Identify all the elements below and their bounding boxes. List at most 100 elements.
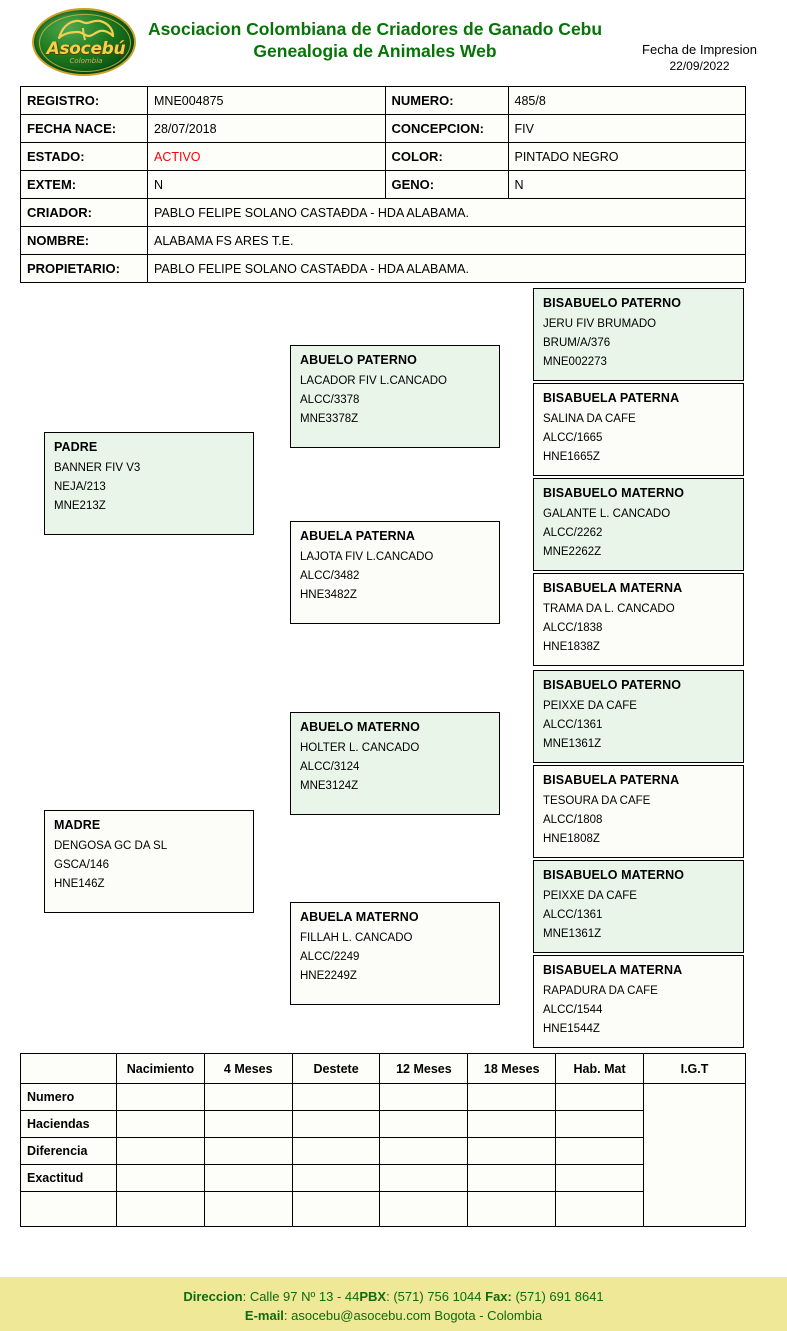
pedigree-reg: MNE1361Z — [543, 738, 602, 750]
pedigree-code: ALCC/1665 — [543, 432, 603, 444]
animal-info-table: REGISTRO: MNE004875 NUMERO: 485/8 FECHA … — [20, 86, 746, 283]
table-row: CRIADOR: PABLO FELIPE SOLANO CASTAĐDA - … — [20, 198, 746, 227]
pedigree-code: ALCC/3378 — [300, 394, 360, 406]
cell[interactable] — [291, 1191, 381, 1227]
cell[interactable] — [379, 1110, 469, 1138]
pedigree-reg: HNE1838Z — [543, 641, 600, 653]
cell[interactable] — [291, 1110, 381, 1138]
cell[interactable] — [291, 1164, 381, 1192]
pedigree-reg: MNE3378Z — [300, 413, 359, 425]
pedigree-title: BISABUELO MATERNO — [543, 486, 685, 500]
footer-email-label: E-mail — [244, 1308, 284, 1323]
value-registro: MNE004875 — [147, 86, 386, 115]
print-date-block: Fecha de Impresion 22/09/2022 — [612, 42, 787, 74]
pedigree-box-bisabuela-paterna-1: BISABUELA PATERNA SALINA DA CAFE ALCC/16… — [533, 383, 744, 476]
cell[interactable] — [203, 1110, 293, 1138]
header-destete: Destete — [291, 1053, 381, 1084]
label-extem: EXTEM: — [20, 170, 148, 199]
pedigree-reg: HNE2249Z — [300, 970, 357, 982]
cell[interactable] — [291, 1137, 381, 1165]
table-row: FECHA NACE: 28/07/2018 CONCEPCION: FIV — [20, 114, 746, 143]
cell[interactable] — [379, 1164, 469, 1192]
measurements-table: Nacimiento 4 Meses Destete 12 Meses 18 M… — [20, 1053, 746, 1227]
cell[interactable] — [203, 1164, 293, 1192]
table-row: EXTEM: N GENO: N — [20, 170, 746, 199]
cell[interactable] — [555, 1137, 644, 1165]
pedigree-name: GALANTE L. CANCADO — [543, 508, 671, 520]
cell[interactable] — [116, 1164, 205, 1192]
row-label-haciendas: Haciendas — [20, 1110, 117, 1138]
pedigree-name: PEIXXE DA CAFE — [543, 890, 637, 902]
cell-igt[interactable] — [643, 1083, 746, 1227]
asocebu-logo: Asocebú Colombia — [32, 8, 136, 76]
label-fecha-nace: FECHA NACE: — [20, 114, 148, 143]
table-row: Exactitud — [20, 1164, 746, 1192]
table-header-row: Nacimiento 4 Meses Destete 12 Meses 18 M… — [20, 1053, 746, 1084]
cell[interactable] — [116, 1110, 205, 1138]
pedigree-reg: HNE1665Z — [543, 451, 600, 463]
pedigree-box-bisabuela-paterna-2: BISABUELA PATERNA TESOURA DA CAFE ALCC/1… — [533, 765, 744, 858]
cell[interactable] — [467, 1137, 557, 1165]
value-geno: N — [507, 170, 746, 199]
logo-oval-shape: Asocebú Colombia — [32, 8, 136, 76]
footer-line-email: E-mail: asocebu@asocebu.com Bogota - Col… — [0, 1306, 787, 1325]
pedigree-name: FILLAH L. CANCADO — [300, 932, 413, 944]
label-concepcion: CONCEPCION: — [384, 114, 509, 143]
cell[interactable] — [116, 1137, 205, 1165]
title-line-1: Asociacion Colombiana de Criadores de Ga… — [147, 19, 603, 39]
cell[interactable] — [467, 1083, 557, 1111]
table-row: NOMBRE: ALABAMA FS ARES T.E. — [20, 226, 746, 255]
row-label-blank — [20, 1191, 117, 1227]
table-row: REGISTRO: MNE004875 NUMERO: 485/8 — [20, 86, 746, 115]
cell[interactable] — [467, 1191, 557, 1227]
cell[interactable] — [203, 1191, 293, 1227]
value-propietario: PABLO FELIPE SOLANO CASTAĐDA - HDA ALABA… — [147, 254, 746, 283]
pedigree-reg: MNE213Z — [54, 500, 106, 512]
cell[interactable] — [379, 1137, 469, 1165]
pedigree-title: BISABUELO MATERNO — [543, 868, 685, 882]
pedigree-name: PEIXXE DA CAFE — [543, 700, 637, 712]
pedigree-title: BISABUELO PATERNO — [543, 678, 682, 692]
cell[interactable] — [555, 1083, 644, 1111]
logo-subtext: Colombia — [69, 57, 103, 65]
value-numero: 485/8 — [507, 86, 746, 115]
label-registro: REGISTRO: — [20, 86, 148, 115]
value-criador: PABLO FELIPE SOLANO CASTAĐDA - HDA ALABA… — [147, 198, 746, 227]
logo-wordmark: Asocebú — [46, 39, 126, 59]
cell[interactable] — [555, 1164, 644, 1192]
cell[interactable] — [203, 1083, 293, 1111]
print-date-value: 22/09/2022 — [669, 59, 730, 73]
cell[interactable] — [555, 1110, 644, 1138]
pedigree-code: BRUM/A/376 — [543, 337, 611, 349]
cell[interactable] — [379, 1083, 469, 1111]
header-18-meses: 18 Meses — [467, 1053, 557, 1084]
pedigree-reg: MNE002273 — [543, 356, 607, 368]
footer-email-value: : asocebu@asocebu.com Bogota - Colombia — [283, 1308, 543, 1323]
pedigree-code: ALCC/1544 — [543, 1004, 603, 1016]
footer-fax-label: Fax: — [485, 1289, 512, 1304]
cell[interactable] — [203, 1137, 293, 1165]
pedigree-name: JERU FIV BRUMADO — [543, 318, 657, 330]
title-line-2: Genealogia de Animales Web — [253, 41, 497, 61]
pedigree-title: ABUELO PATERNO — [300, 353, 417, 367]
pedigree-title: ABUELA MATERNO — [300, 910, 419, 924]
pedigree-reg: HNE1808Z — [543, 833, 600, 845]
cell[interactable] — [116, 1083, 205, 1111]
pedigree-title: BISABUELA PATERNA — [543, 773, 680, 787]
cell[interactable] — [116, 1191, 205, 1227]
pedigree-box-bisabuelo-materno-2: BISABUELO MATERNO PEIXXE DA CAFE ALCC/13… — [533, 860, 744, 953]
cell[interactable] — [467, 1164, 557, 1192]
pedigree-reg: MNE2262Z — [543, 546, 602, 558]
cell[interactable] — [379, 1191, 469, 1227]
cell[interactable] — [291, 1083, 381, 1111]
header-4-meses: 4 Meses — [203, 1053, 293, 1084]
pedigree-name: RAPADURA DA CAFE — [543, 985, 658, 997]
row-label-exactitud: Exactitud — [20, 1164, 117, 1192]
value-extem: N — [147, 170, 386, 199]
pedigree-name: TESOURA DA CAFE — [543, 795, 651, 807]
pedigree-box-abuela-materno: ABUELA MATERNO FILLAH L. CANCADO ALCC/22… — [290, 902, 500, 1005]
table-row: Numero — [20, 1083, 746, 1227]
cell[interactable] — [467, 1110, 557, 1138]
value-fecha-nace: 28/07/2018 — [147, 114, 386, 143]
cell[interactable] — [555, 1191, 644, 1227]
